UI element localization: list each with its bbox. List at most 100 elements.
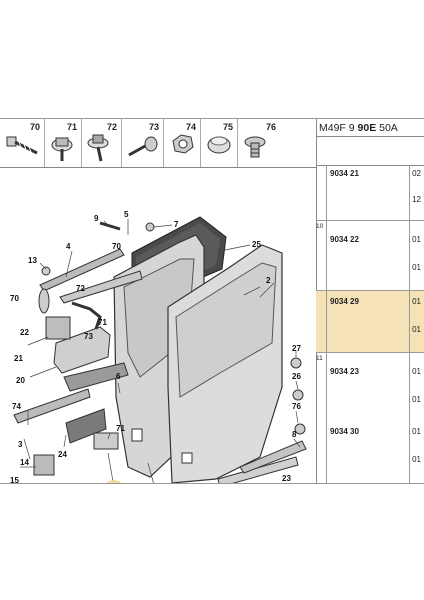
- fastener-number: 73: [148, 122, 159, 132]
- label-25: 25: [252, 240, 261, 249]
- check-rod[interactable]: [99, 221, 121, 231]
- fastener-26[interactable]: [292, 389, 304, 401]
- fastener-cell-70[interactable]: 70: [0, 119, 45, 167]
- part-code: 01: [412, 325, 421, 334]
- latch-assembly[interactable]: [93, 432, 119, 450]
- label-22: 22: [20, 328, 29, 337]
- fastener-cell-73[interactable]: 73: [122, 119, 164, 167]
- rivet-clip-icon: [244, 136, 266, 158]
- reference-bold: 90E: [357, 122, 377, 134]
- label-74: 74: [12, 402, 21, 411]
- reference-header: M49F 9 90E 50A: [316, 119, 424, 137]
- group-note-col: 10: [316, 221, 327, 290]
- exploded-diagram-panel: 70 71 72: [0, 119, 317, 483]
- group-note: 10: [316, 223, 324, 230]
- fastener-number: 75: [222, 122, 233, 132]
- lower-guide-rail[interactable]: [13, 388, 91, 424]
- label-15: 15: [10, 476, 19, 483]
- label-4: 4: [66, 242, 71, 251]
- part-code: 12: [412, 195, 421, 204]
- label-2: 2: [266, 276, 271, 285]
- part-number: 9034 21: [330, 169, 359, 178]
- part-row[interactable]: 12: [316, 191, 424, 217]
- part-code: 01: [412, 297, 421, 306]
- part-row[interactable]: 01: [316, 259, 424, 285]
- label-26: 26: [292, 372, 301, 381]
- label-70-top: 70: [112, 242, 121, 251]
- access-cover[interactable]: [65, 408, 107, 444]
- lock-aperture: [181, 452, 193, 464]
- reference-suffix: 50A: [376, 122, 398, 134]
- part-group-2[interactable]: 10 9034 22 01 01: [316, 221, 424, 291]
- hex-nut-icon: [172, 134, 194, 154]
- part-row[interactable]: 9034 21 02: [316, 165, 424, 191]
- handle-aperture: [131, 428, 143, 442]
- highlight-callout: [106, 480, 122, 483]
- part-row[interactable]: 01: [316, 451, 424, 477]
- label-3: 3: [18, 440, 23, 449]
- fastener-cell-75[interactable]: 75: [201, 119, 238, 167]
- part-row[interactable]: 9034 23 01: [316, 363, 424, 389]
- part-code: 01: [412, 455, 421, 464]
- group-note-col: [316, 291, 327, 352]
- leader-lines: [20, 219, 301, 483]
- bolt-icon: [51, 137, 73, 161]
- part-row[interactable]: 01: [316, 321, 424, 347]
- label-76: 76: [292, 402, 301, 411]
- fastener-number: 74: [185, 122, 196, 132]
- group-code-col: [409, 221, 424, 290]
- inner-trim-panel[interactable]: [63, 362, 129, 392]
- lock-mechanism[interactable]: [45, 316, 71, 340]
- self-tapping-screw-icon: [128, 136, 158, 157]
- trim-strip[interactable]: [239, 440, 307, 474]
- part-number: 9034 22: [330, 235, 359, 244]
- part-row[interactable]: 01: [316, 391, 424, 417]
- reference-prefix: M49F 9: [319, 122, 358, 134]
- part-code: 01: [412, 367, 421, 376]
- parts-list-panel: M49F 9 90E 50A 9034 21 02 12 10 9034 22 …: [316, 119, 424, 483]
- upper-roller-rail[interactable]: [59, 270, 143, 304]
- label-73: 73: [84, 332, 93, 341]
- label-9: 9: [94, 214, 99, 223]
- fastener-76[interactable]: [294, 423, 306, 435]
- fastener-cell-71[interactable]: 71: [45, 119, 82, 167]
- part-group-4[interactable]: 11 9034 23 01 01 9034 30 01 01: [316, 353, 424, 483]
- fastener-27[interactable]: [290, 357, 302, 369]
- label-72: 72: [76, 284, 85, 293]
- part-number: 9034 30: [330, 427, 359, 436]
- blank-header-row: [316, 137, 424, 166]
- fastener-number: 76: [265, 122, 276, 132]
- label-7: 7: [174, 220, 179, 229]
- part-group-3-selected[interactable]: 9034 29 01 01: [316, 291, 424, 353]
- group-code-col: [409, 165, 424, 220]
- fastener-number: 71: [66, 122, 77, 132]
- fastener-cell-72[interactable]: 72: [82, 119, 122, 167]
- part-row[interactable]: 9034 22 01: [316, 231, 424, 257]
- part-code: 02: [412, 169, 421, 178]
- fastener-cell-76[interactable]: 76: [238, 119, 316, 167]
- label-24: 24: [58, 450, 67, 459]
- rail-end-cap[interactable]: [38, 288, 50, 314]
- part-row[interactable]: 9034 29 01: [316, 293, 424, 319]
- handle-cover[interactable]: [53, 326, 111, 374]
- part-group-1[interactable]: 9034 21 02 12: [316, 165, 424, 221]
- door-link-rod[interactable]: [71, 301, 102, 330]
- lower-bracket[interactable]: [33, 454, 55, 476]
- label-71-upper: 71: [98, 318, 107, 327]
- door-outer-window-frame: [175, 262, 277, 398]
- part-row[interactable]: 9034 30 01: [316, 423, 424, 449]
- fastener-number: 72: [106, 122, 117, 132]
- label-27: 27: [292, 344, 301, 353]
- part-number: 9034 29: [330, 297, 359, 306]
- clip-13[interactable]: [41, 266, 51, 276]
- fastener-cell-74[interactable]: 74: [164, 119, 201, 167]
- washer-screw-icon: [87, 134, 109, 162]
- label-8: 8: [292, 430, 297, 439]
- lower-moulding[interactable]: [217, 456, 299, 483]
- part-number: 9034 23: [330, 367, 359, 376]
- exploded-view-drawing: 13 4 9 5 7 70 25 72 70 2 22 73 71 21 20 …: [10, 210, 307, 483]
- label-71-lower: 71: [116, 424, 125, 433]
- plug-clip-icon: [207, 136, 231, 154]
- clip-7[interactable]: [145, 222, 155, 232]
- label-14: 14: [20, 458, 29, 467]
